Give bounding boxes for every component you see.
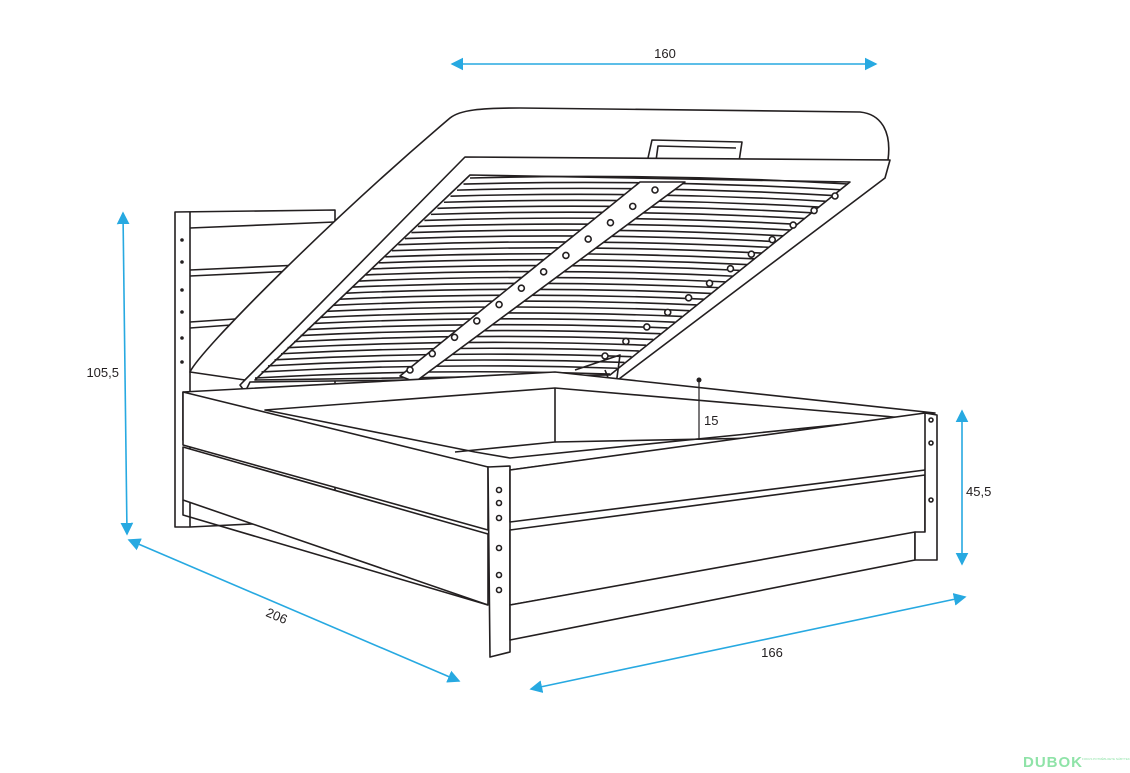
bolt [495,514,503,522]
bolt [495,571,503,579]
slat [267,359,625,367]
bolt [643,323,651,331]
bolt [684,294,693,302]
bolt [473,317,481,325]
bolt [584,235,592,243]
dimension-45-5: 45,5 [955,409,991,566]
bolt [663,308,672,317]
bolt [517,284,526,292]
bolt [622,337,630,346]
dimension-label-45-5: 45,5 [966,484,991,499]
lifted-lid [189,107,891,393]
bed-frame [182,371,938,658]
dimension-160: 160 [450,46,878,71]
dimension-label-15: 15 [704,413,718,428]
bolt [831,192,839,200]
bolt [495,544,503,552]
dubok-logo: DUBOK FOKUS POTRĚBUJETE NÁBYTEK [1023,754,1130,771]
bolt [180,310,184,314]
logo-tagline: FOKUS POTRĚBUJETE NÁBYTEK [1082,756,1130,761]
bolt [601,352,609,360]
bolt [495,586,503,594]
dimension-15: 15 [696,377,718,440]
bolt [406,366,414,374]
bolt [450,333,459,342]
bolt [928,497,934,503]
dimension-label-160: 160 [654,46,676,61]
bolt [747,250,756,258]
bolt [628,202,637,211]
bolt [180,336,184,340]
bolt [495,486,503,494]
bolt [705,279,714,288]
bolt [180,288,184,292]
dimension-166: 166 [529,593,967,693]
bolt [428,349,437,358]
bolt [180,238,184,242]
bolt [539,268,548,276]
bolt [180,260,184,264]
bolt [180,360,184,364]
bolt [810,206,818,215]
slat [469,175,849,185]
bolt [726,264,735,273]
bolt [562,251,570,260]
bolt [495,499,503,507]
dimension-label-206: 206 [264,605,290,627]
bolt [928,417,934,423]
logo-brand: DUBOK [1023,754,1083,771]
dimension-105-5: 105,5 [86,211,134,536]
bolt [789,221,797,229]
bolt [768,235,777,244]
bolt [606,218,615,227]
bolt [651,186,659,194]
bolt [495,300,503,309]
slat [261,365,618,373]
dimension-label-105-5: 105,5 [86,365,119,380]
dimension-label-166: 166 [761,645,783,660]
bolt [928,440,934,446]
